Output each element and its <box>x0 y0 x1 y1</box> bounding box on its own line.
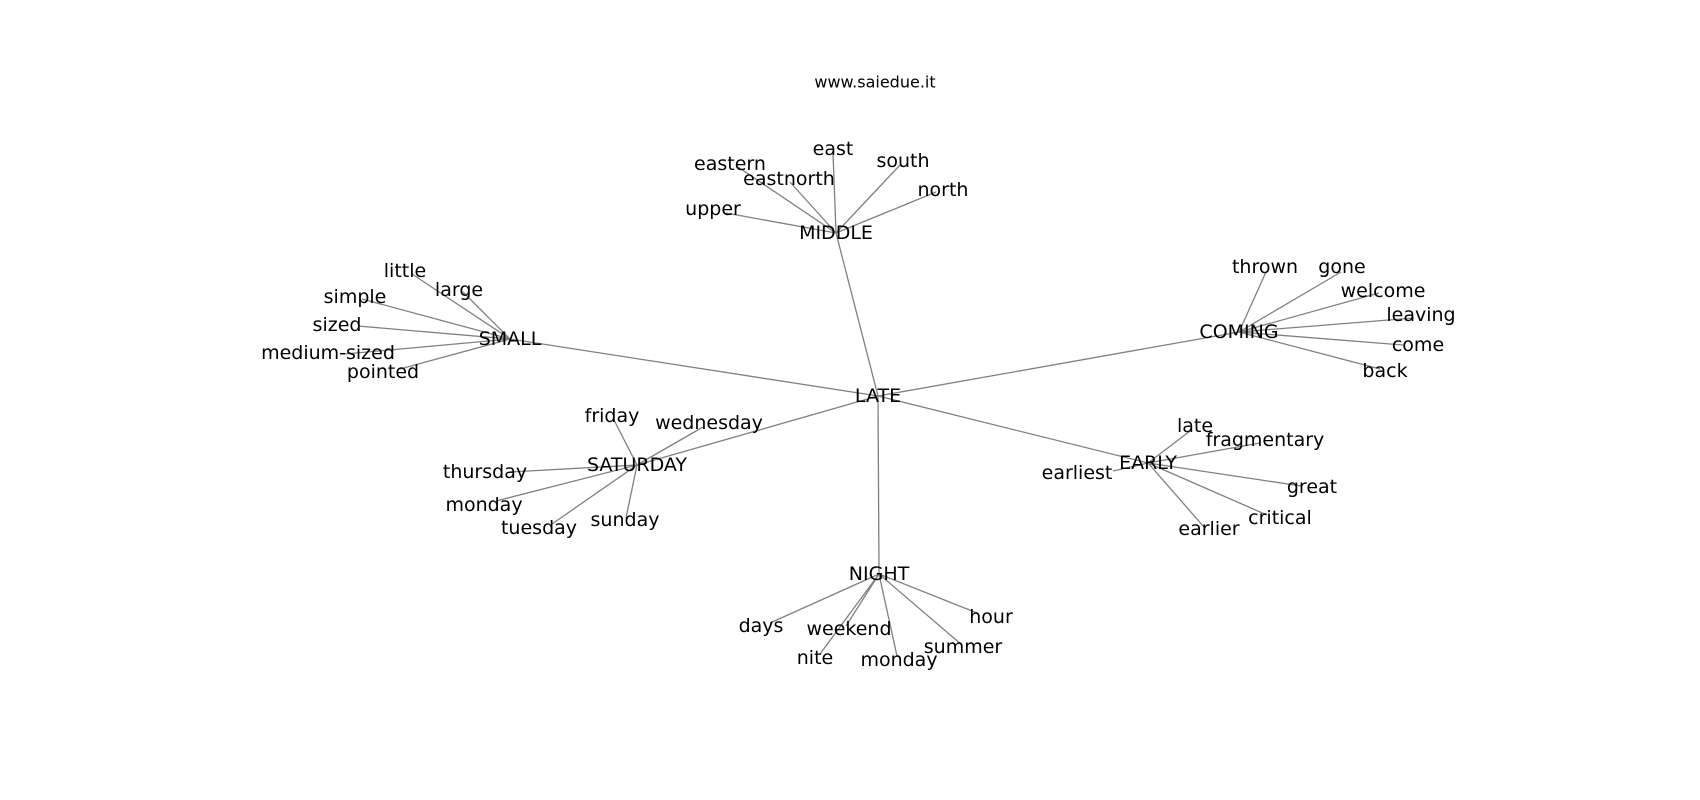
word-node-pointed: pointed <box>347 361 419 383</box>
edge-saturday-monday <box>495 464 638 502</box>
edge-middle-south <box>835 164 901 234</box>
word-node-gone: gone <box>1318 256 1365 278</box>
hub-node-night: NIGHT <box>849 563 910 585</box>
word-node-monday: monday <box>860 649 937 671</box>
edge-early-late <box>1147 430 1191 464</box>
edge-middle-eastnorth <box>789 181 837 234</box>
edge-saturday-wednesday <box>636 426 704 466</box>
hub-node-coming: COMING <box>1199 321 1278 343</box>
edge-center-night <box>877 395 880 575</box>
edge-center-early <box>877 395 1149 464</box>
edge-saturday-sunday <box>625 464 638 519</box>
edge-night-days <box>769 573 880 624</box>
edge-center-saturday <box>636 395 879 466</box>
edge-coming-thrown <box>1238 271 1267 333</box>
edge-night-weekend <box>845 573 880 627</box>
edge-middle-north <box>835 191 937 234</box>
edge-middle-east <box>832 152 837 234</box>
word-node-east: east <box>813 138 854 160</box>
hub-node-middle: MIDDLE <box>799 222 873 244</box>
edge-center-middle <box>835 232 879 397</box>
edge-saturday-tuesday <box>551 464 638 525</box>
word-node-friday: friday <box>585 405 640 427</box>
edge-small-little <box>411 273 511 340</box>
word-node-leaving: leaving <box>1386 304 1455 326</box>
word-node-thrown: thrown <box>1232 256 1298 278</box>
word-node-large: large <box>435 279 483 301</box>
word-node-eastnorth: eastnorth <box>743 168 835 190</box>
hub-node-saturday: SATURDAY <box>587 454 687 476</box>
edge-coming-come <box>1238 331 1404 346</box>
graph-labels: eastern east south eastnorth north upperMIDDL… <box>261 138 1456 671</box>
edge-center-coming <box>877 331 1240 397</box>
hub-node-small: SMALL <box>479 328 542 350</box>
word-node-north: north <box>918 179 969 201</box>
word-node-earlier: earlier <box>1178 518 1239 540</box>
word-node-hour: hour <box>969 606 1013 628</box>
word-node-late: late <box>1177 415 1213 437</box>
word-node-simple: simple <box>324 286 387 308</box>
word-node-south: south <box>876 150 929 172</box>
word-node-earliest: earliest <box>1042 462 1113 484</box>
word-node-weekend: weekend <box>806 618 891 640</box>
word-node-wednesday: wednesday <box>655 412 763 434</box>
edge-night-nite <box>819 573 880 655</box>
word-node-sunday: sunday <box>591 509 660 531</box>
word-node-come: come <box>1392 334 1444 356</box>
edge-middle-upper <box>725 212 837 234</box>
center-node: LATE <box>855 385 901 407</box>
edge-small-sized <box>357 325 511 340</box>
edge-early-critical <box>1147 462 1268 516</box>
word-node-sized: sized <box>313 314 362 336</box>
word-node-little: little <box>384 260 426 282</box>
word-node-fragmentary: fragmentary <box>1206 429 1325 451</box>
edge-small-medium-sized <box>344 338 511 355</box>
word-node-welcome: welcome <box>1341 280 1426 302</box>
graph-title: www.saiedue.it <box>814 73 935 92</box>
edge-small-large <box>462 291 511 340</box>
graph-edges <box>344 152 1415 657</box>
edge-coming-gone <box>1238 271 1342 333</box>
edge-early-earlier <box>1147 462 1205 528</box>
edge-early-great <box>1147 462 1302 487</box>
edge-night-hour <box>878 573 978 614</box>
word-node-eastern: eastern <box>694 153 766 175</box>
edge-center-small <box>509 338 879 397</box>
edge-small-simple <box>361 298 511 340</box>
edge-early-fragmentary <box>1147 442 1261 464</box>
edge-saturday-thursday <box>509 464 638 473</box>
edge-coming-back <box>1238 331 1381 370</box>
edge-coming-welcome <box>1238 292 1380 333</box>
word-node-summer: summer <box>924 636 1003 658</box>
edge-coming-leaving <box>1238 317 1415 333</box>
word-node-thursday: thursday <box>443 461 527 483</box>
word-node-back: back <box>1362 360 1407 382</box>
word-node-tuesday: tuesday <box>501 517 577 539</box>
edge-small-pointed <box>399 338 511 370</box>
hub-node-early: EARLY <box>1119 452 1177 474</box>
word-node-nite: nite <box>797 647 833 669</box>
word-node-medium-sized: medium-sized <box>261 342 395 364</box>
word-node-monday: monday <box>445 494 522 516</box>
word-node-days: days <box>739 615 784 637</box>
edge-night-monday <box>878 573 898 657</box>
edge-middle-eastern <box>737 166 837 234</box>
word-node-great: great <box>1287 476 1337 498</box>
edge-saturday-friday <box>613 419 638 466</box>
word-node-critical: critical <box>1248 507 1312 529</box>
edge-early-earliest <box>1112 462 1149 472</box>
word-node-upper: upper <box>685 198 741 220</box>
edge-night-summer <box>878 573 963 646</box>
